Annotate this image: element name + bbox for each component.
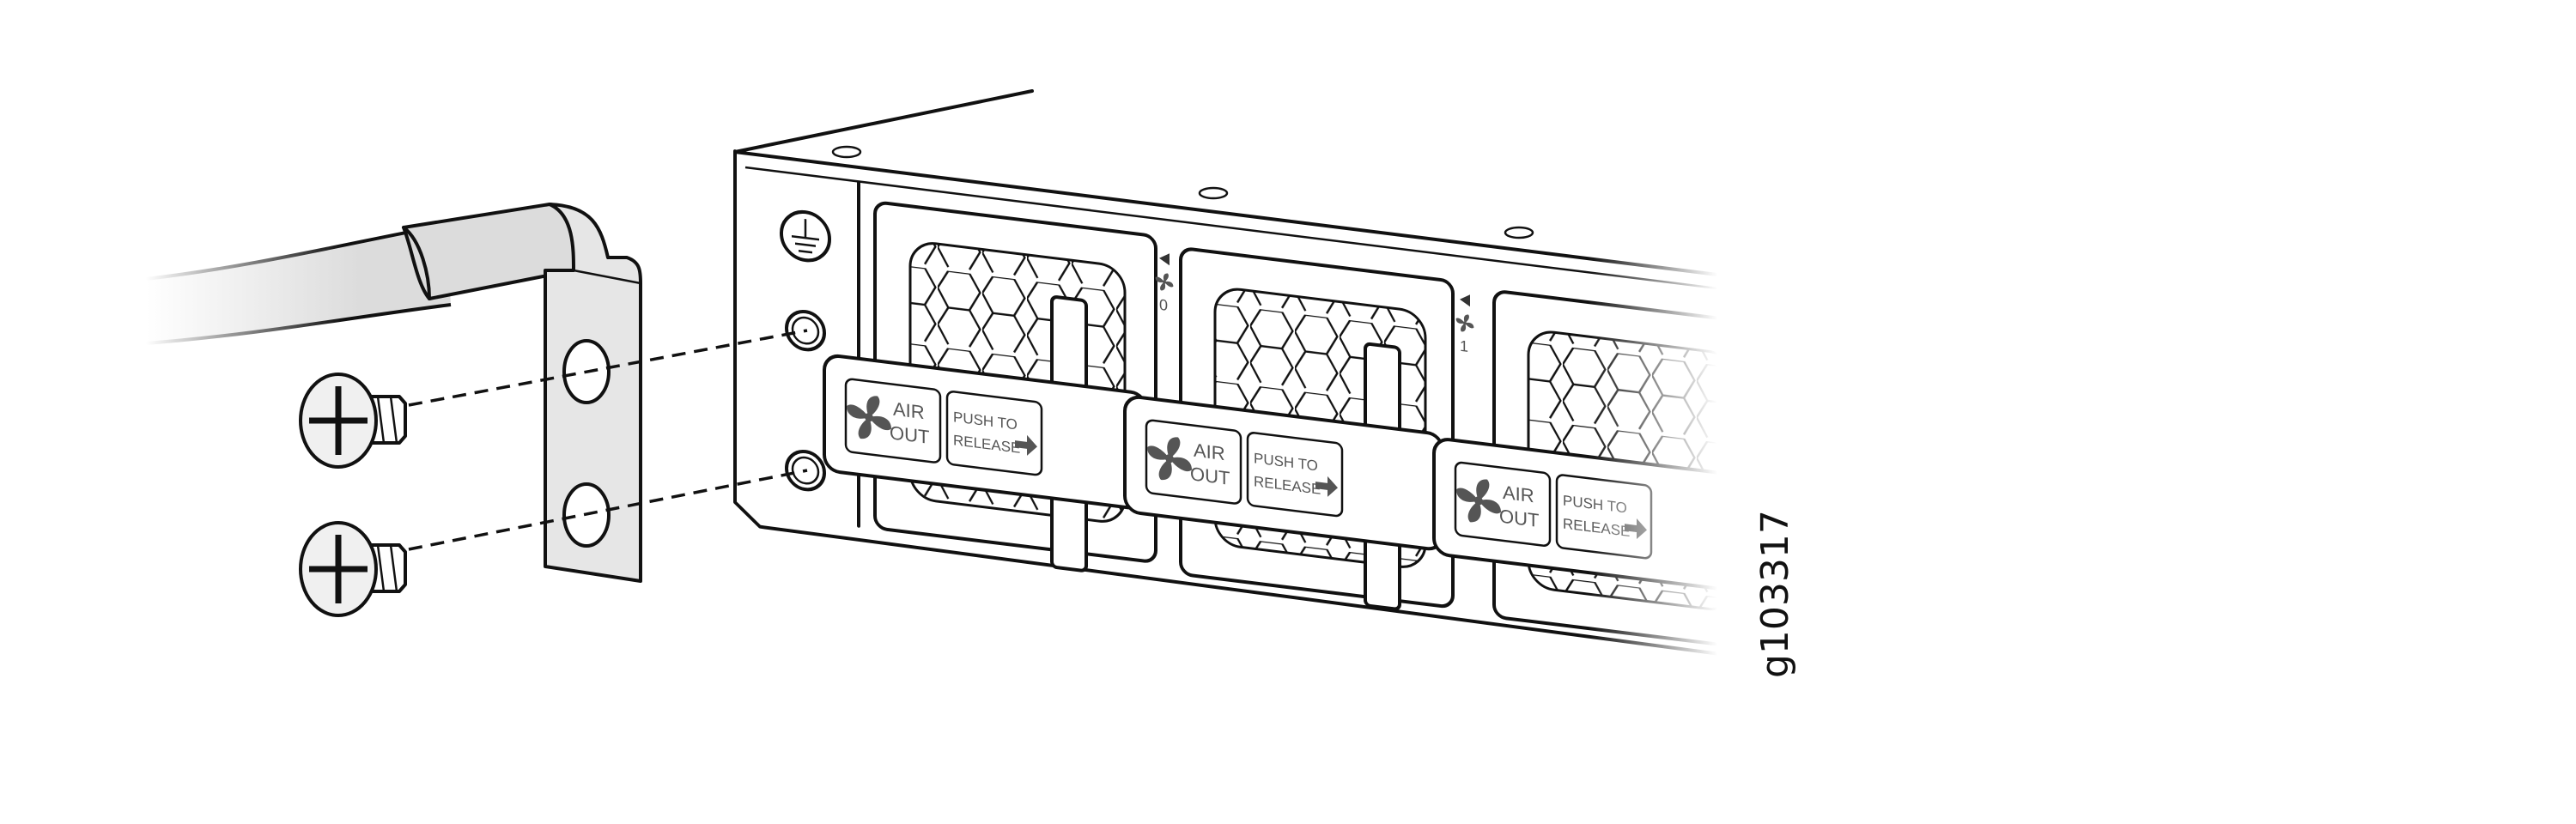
fan-icon <box>1155 271 1174 293</box>
fan-handle[interactable]: AIR OUT PUSH TO RELEASE <box>1432 438 1753 593</box>
top-screw <box>1198 186 1229 200</box>
arrow-right-icon <box>1015 434 1037 456</box>
top-screw <box>1504 226 1534 239</box>
ground-lug <box>544 203 642 583</box>
svg-text:OUT: OUT <box>1499 505 1539 531</box>
fan-icon <box>1455 312 1474 334</box>
switch-chassis: AIR OUT PUSH TO RELEASE 0 <box>733 89 1753 656</box>
svg-text:1: 1 <box>1460 337 1468 355</box>
svg-text:AIR: AIR <box>1503 482 1534 506</box>
chassis-ground-hole-bottom <box>785 449 826 492</box>
slot-label-1: 1 <box>1455 294 1474 355</box>
fan-module-0[interactable]: AIR OUT PUSH TO RELEASE <box>823 196 1157 579</box>
chassis-ground-hole-top <box>785 309 826 352</box>
slot-label-0: 0 <box>1155 253 1174 314</box>
screw-top <box>299 373 407 469</box>
svg-text:OUT: OUT <box>890 421 929 448</box>
ground-cable <box>145 203 576 345</box>
ground-symbol-icon <box>780 209 831 263</box>
svg-text:AIR: AIR <box>893 398 925 423</box>
slot-arrow-icon <box>1460 294 1470 307</box>
svg-text:AIR: AIR <box>1194 439 1225 464</box>
phillips-icon <box>309 535 368 603</box>
top-screw <box>831 145 862 159</box>
arrow-right-icon <box>1625 518 1647 540</box>
figure-id: g103317 <box>1753 510 1797 678</box>
alignment-lines <box>408 329 808 551</box>
phillips-icon <box>309 386 368 455</box>
svg-text:0: 0 <box>1159 296 1168 314</box>
fan-handle[interactable]: AIR OUT PUSH TO RELEASE <box>1123 395 1444 551</box>
fan-handle[interactable]: AIR OUT PUSH TO RELEASE <box>823 354 1148 510</box>
slot-arrow-icon <box>1159 253 1170 266</box>
arrow-right-icon <box>1315 476 1338 497</box>
svg-text:OUT: OUT <box>1190 463 1230 489</box>
fan-module-2[interactable]: AIR OUT PUSH TO RELEASE <box>1432 283 1753 649</box>
screw-bottom <box>299 521 407 617</box>
fan-module-1[interactable]: AIR OUT PUSH TO RELEASE <box>1123 241 1455 616</box>
